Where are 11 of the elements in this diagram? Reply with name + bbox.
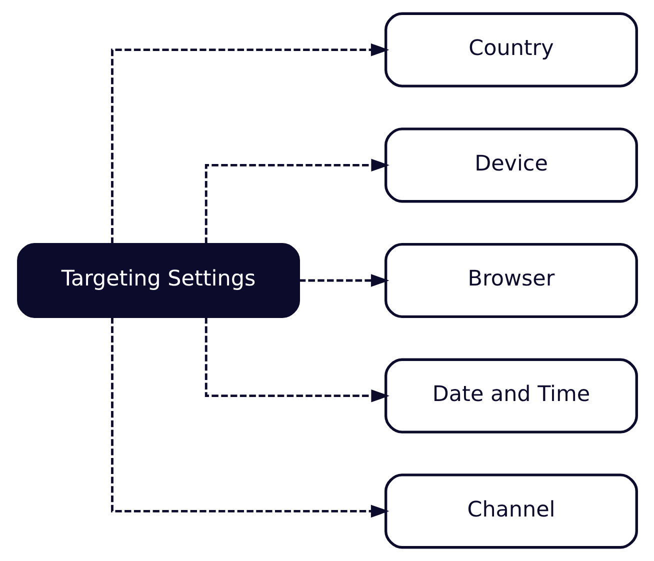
arrow <box>298 274 389 287</box>
arrow <box>110 317 389 518</box>
node-box: Device <box>384 128 638 203</box>
arrow <box>204 158 389 244</box>
node-box: Country <box>384 12 638 88</box>
node-box: Targeting Settings <box>16 242 300 318</box>
node-box: Date and Time <box>384 358 638 434</box>
arrow <box>110 43 389 244</box>
node-box: Channel <box>384 474 638 549</box>
node-box: Browser <box>384 242 638 318</box>
arrow <box>204 317 389 402</box>
